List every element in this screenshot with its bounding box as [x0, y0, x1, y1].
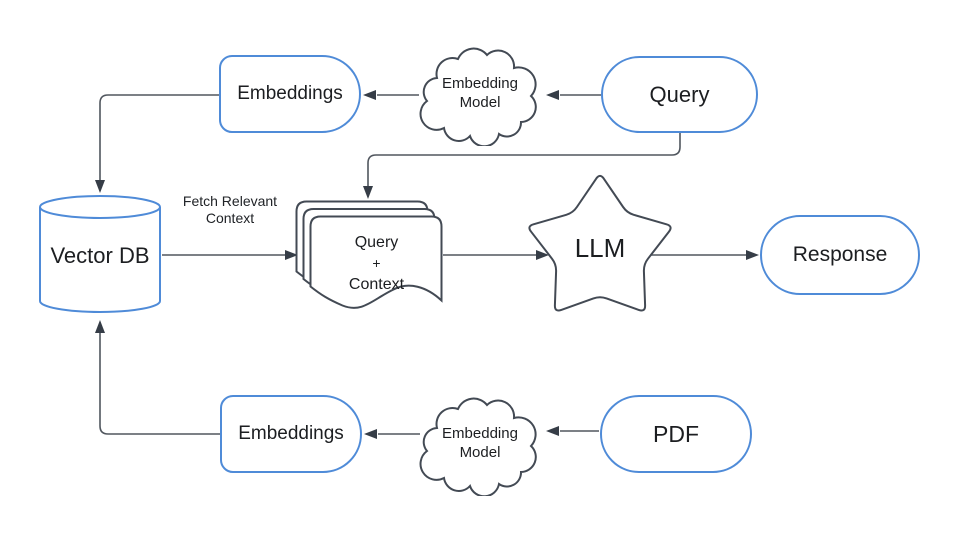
cloud-icon — [419, 397, 537, 496]
database-cylinder-icon — [39, 195, 161, 313]
arrowhead-right-icon — [536, 250, 549, 260]
node-label: Embedding Model — [442, 425, 518, 461]
doc-line-query: Query — [354, 234, 399, 252]
edge-query-to-query-context — [367, 133, 681, 186]
node-embedding-model-top — [417, 42, 543, 146]
node-label: LLM — [574, 232, 626, 263]
arrowhead-down-icon — [363, 186, 373, 199]
node-label: Query + Context — [310, 222, 443, 306]
node-pdf: PDF — [600, 395, 752, 473]
node-vector-db — [38, 193, 162, 316]
node-label: Response — [792, 243, 888, 266]
arrowhead-left-icon — [546, 426, 559, 436]
arrowhead-right-icon — [285, 250, 298, 260]
node-response: Response — [760, 215, 920, 295]
edge-embeddings-top-to-vector-db — [99, 94, 219, 180]
edge-label-fetch-relevant-context: Fetch Relevant Context — [182, 193, 278, 226]
arrowhead-left-icon — [364, 429, 377, 439]
node-embedding-model-bottom — [417, 392, 543, 496]
doc-line-context: Context — [348, 275, 405, 293]
node-label: Embeddings — [238, 423, 344, 444]
edge-embeddings-bottom-to-vector-db — [99, 333, 220, 435]
node-query: Query — [601, 56, 758, 133]
doc-line-plus: + — [372, 255, 381, 272]
node-label: Query — [649, 81, 710, 107]
arrowhead-left-icon — [363, 90, 376, 100]
node-query-context — [295, 200, 445, 312]
node-embeddings-bottom: Embeddings — [220, 395, 362, 473]
arrowhead-up-icon — [95, 320, 105, 333]
multi-document-icon — [295, 200, 443, 309]
node-label: Vector DB — [50, 243, 150, 268]
node-llm — [520, 172, 680, 324]
arrowhead-left-icon — [546, 90, 559, 100]
star-icon — [528, 174, 672, 312]
node-label: Embedding Model — [442, 75, 518, 111]
node-label: Embeddings — [237, 83, 343, 104]
arrowhead-down-icon — [95, 180, 105, 193]
node-label: PDF — [653, 420, 699, 447]
cloud-icon — [419, 47, 537, 146]
node-embeddings-top: Embeddings — [219, 55, 361, 133]
arrowhead-right-icon — [746, 250, 759, 260]
